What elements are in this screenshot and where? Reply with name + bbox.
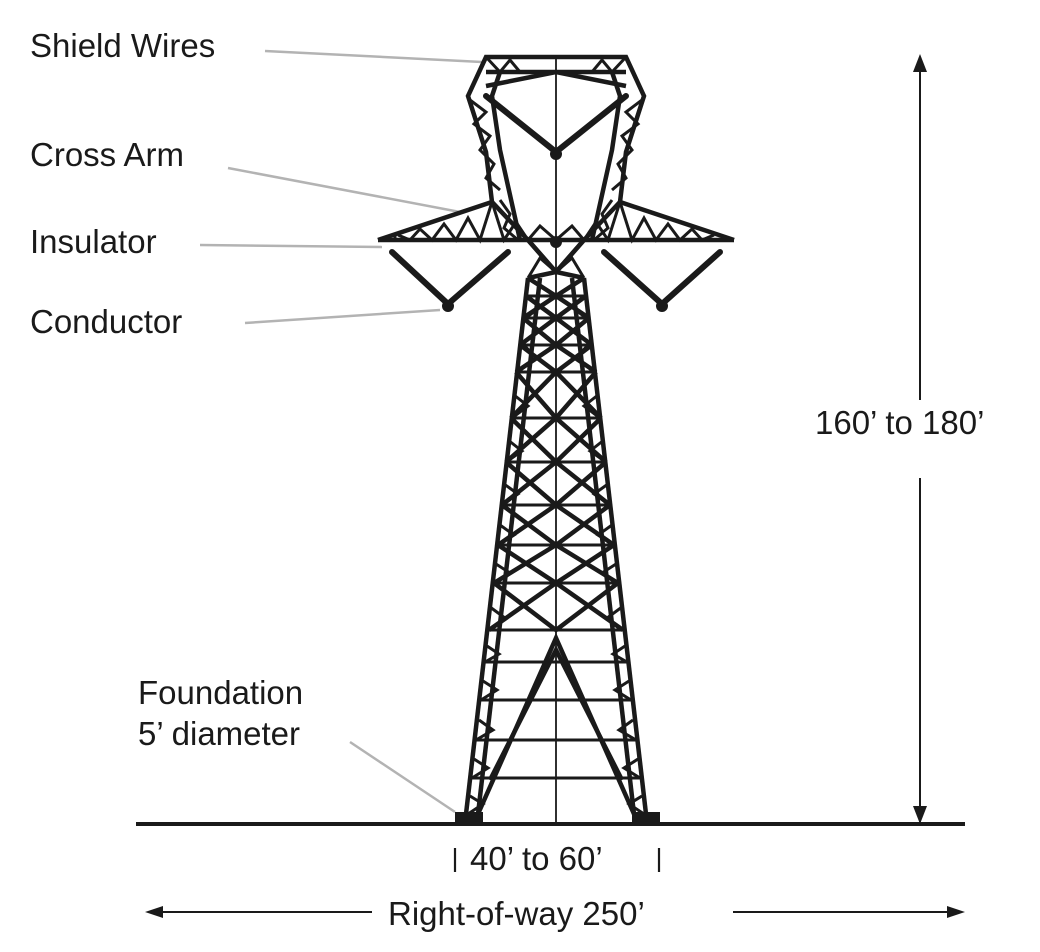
tower-joint	[550, 236, 562, 248]
conductor-right	[656, 300, 668, 312]
foundation-right	[632, 812, 660, 824]
label-right-of-way: Right-of-way 250’	[388, 895, 645, 932]
label-shield-wires: Shield Wires	[30, 27, 215, 64]
tower-head	[465, 54, 647, 242]
height-dimension	[913, 54, 927, 824]
insulator-top-right	[553, 93, 629, 155]
arrow-up-icon	[913, 54, 927, 72]
conductor-left	[442, 300, 454, 312]
conductor-top	[550, 148, 562, 160]
label-cross-arm: Cross Arm	[30, 136, 184, 173]
label-base-width: 40’ to 60’	[470, 840, 603, 877]
arrow-down-icon	[913, 806, 927, 824]
leader-insulator	[199, 243, 383, 249]
insulator-right-inner	[601, 249, 665, 307]
insulator-top-left	[483, 93, 559, 155]
leader-shield-wires	[264, 49, 483, 64]
insulator-left-outer	[389, 249, 451, 307]
insulator-right-outer	[659, 249, 723, 307]
leader-conductor	[244, 308, 441, 325]
tower-leg-left	[463, 277, 531, 815]
insulator-left-inner	[445, 249, 511, 307]
tower-leg-right	[581, 277, 649, 815]
leader-lines	[199, 49, 483, 814]
right-of-way-dimension	[145, 906, 965, 918]
foundation-left	[455, 812, 483, 824]
base-width-marker	[453, 848, 661, 872]
leader-cross-arm	[227, 166, 461, 214]
arrow-right-icon	[947, 906, 965, 918]
arrow-left-icon	[145, 906, 163, 918]
label-height: 160’ to 180’	[815, 404, 984, 441]
label-insulator: Insulator	[30, 223, 157, 260]
label-foundation-diameter: 5’ diameter	[138, 715, 300, 752]
leader-foundation	[349, 740, 456, 814]
label-conductor: Conductor	[30, 303, 182, 340]
tower	[377, 54, 735, 822]
label-foundation: Foundation	[138, 674, 303, 711]
